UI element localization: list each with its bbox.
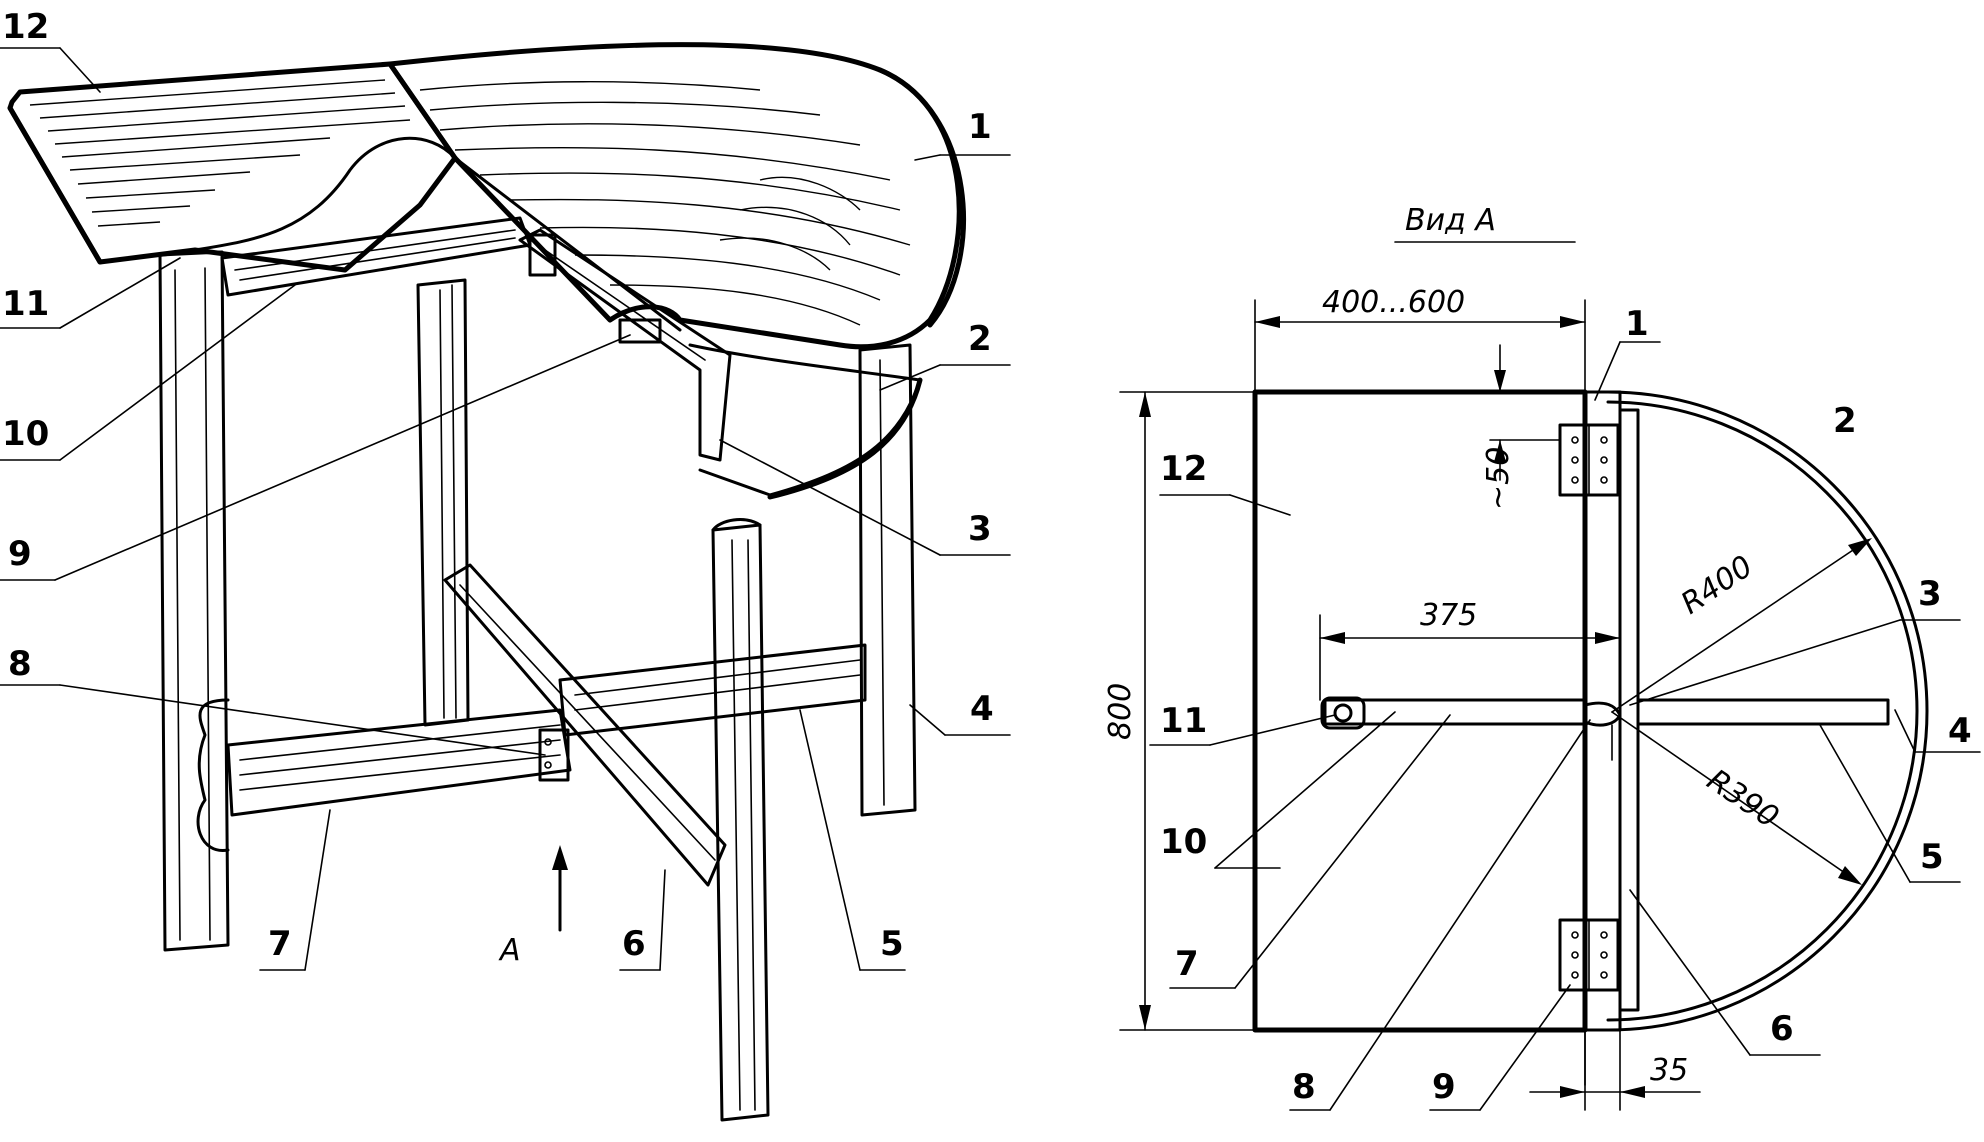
dim-thickness: 35 <box>1650 1053 1688 1088</box>
view-label-6: 6 <box>1770 1009 1794 1049</box>
view-label-3: 3 <box>1918 574 1942 614</box>
view-label-12: 12 <box>1160 449 1207 489</box>
view-rails <box>1320 696 1890 761</box>
dim-radius-outer: R400 <box>1675 549 1759 622</box>
label-8: 8 <box>8 644 32 684</box>
view-leaf-frame <box>1583 390 1640 1032</box>
hinge-9 <box>618 318 662 344</box>
label-2: 2 <box>968 319 992 359</box>
fixed-top-panel <box>7 61 458 273</box>
lower-rail-7 <box>226 708 572 817</box>
diagonal-brace-6 <box>443 563 727 887</box>
view-hinge-bottom <box>1558 918 1620 992</box>
view-a: Вид А <box>1103 203 1981 1111</box>
label-11: 11 <box>2 284 49 324</box>
swing-leg <box>711 518 770 1122</box>
label-9: 9 <box>8 534 32 574</box>
dim-depth: 375 <box>1420 598 1477 633</box>
fixed-top-grain <box>29 79 411 227</box>
label-1: 1 <box>968 107 992 147</box>
view-label-1: 1 <box>1625 304 1649 344</box>
label-5: 5 <box>880 924 904 964</box>
dim-height: 800 <box>1103 683 1138 740</box>
view-arrow-label: А <box>498 933 521 968</box>
view-label-11: 11 <box>1160 701 1207 741</box>
rear-middle-leg <box>416 278 470 727</box>
label-3: 3 <box>968 509 992 549</box>
label-4: 4 <box>970 689 994 729</box>
right-leg-4 <box>858 343 917 817</box>
upper-rail-10 <box>220 216 532 297</box>
leaf-cutaway-section <box>688 343 923 500</box>
view-label-4: 4 <box>1948 711 1972 751</box>
view-label-5: 5 <box>1920 837 1944 877</box>
view-fixed-top <box>1252 389 1588 1033</box>
hinge-upper <box>528 233 557 277</box>
fold-leaf-grain <box>419 81 911 326</box>
view-a-title: Вид А <box>1405 203 1496 238</box>
fold-leaf-panel <box>387 42 966 350</box>
view-label-8: 8 <box>1292 1067 1316 1107</box>
label-12: 12 <box>2 7 49 47</box>
view-hinge-top <box>1558 423 1620 497</box>
view-dimensions <box>1119 299 1872 1111</box>
perspective-leaders <box>0 47 1011 971</box>
view-label-10: 10 <box>1160 822 1207 862</box>
dim-radius-inner: R390 <box>1701 763 1785 836</box>
view-label-9: 9 <box>1432 1067 1456 1107</box>
left-leg <box>158 250 230 952</box>
view-leaf-arc <box>1606 390 1929 1032</box>
view-label-7: 7 <box>1175 944 1199 984</box>
dim-width-range: 400...600 <box>1322 285 1465 320</box>
perspective-view: 12 1 2 3 4 5 6 7 8 9 10 11 А <box>0 7 1011 1122</box>
label-10: 10 <box>2 414 49 454</box>
view-leaders <box>1149 341 1981 1111</box>
label-6: 6 <box>622 924 646 964</box>
lower-rail-5 <box>558 643 867 737</box>
dim-gap: ~50 <box>1481 447 1516 510</box>
label-7: 7 <box>268 924 292 964</box>
swing-rail-3 <box>518 228 732 462</box>
view-label-2: 2 <box>1833 401 1857 441</box>
